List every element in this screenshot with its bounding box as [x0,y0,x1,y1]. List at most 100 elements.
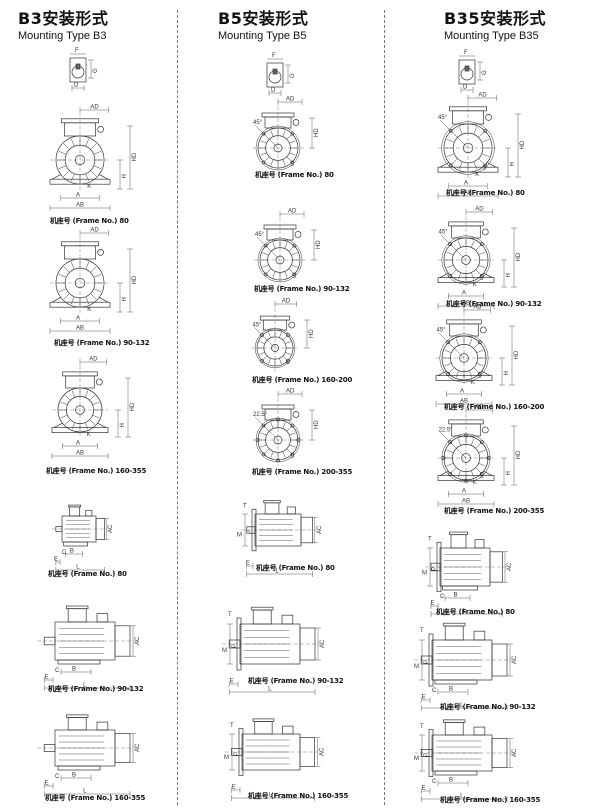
dim-label-ang45: 45° [437,328,447,334]
dim-label-h: H [122,297,128,301]
dim-label-a: A [462,489,466,495]
dim-label-d: D [271,88,276,94]
dim-label-b: B [70,549,74,555]
dim-label-g: G [482,70,488,75]
dim-label-k: K [471,380,475,386]
dim-label-h: H [504,371,510,375]
dim-label-l: L [83,683,87,689]
dim-label-f: F [464,50,468,56]
dim-label-ac: AC [108,524,114,533]
dim-label-hd: HD [316,240,322,249]
b3-caption-front-160-355: 机座号 (Frame No.) 160-355 [46,467,147,475]
b35-caption-side-90-132: 机座号 (Frame No.) 90-132 [440,703,536,711]
dim-label-e: E [54,557,58,563]
dim-label-m: M [414,664,419,670]
dim-label-ad: AD [286,389,295,395]
b5-column-subtitle: Mounting Type B5 [218,30,307,42]
dim-label-p: P [424,753,430,757]
dim-label-ad: AD [288,209,297,215]
dim-label-ac: AC [135,636,141,645]
b3-caption-front-90-132: 机座号 (Frame No.) 90-132 [54,339,150,347]
dim-label-e: E [246,561,250,567]
dim-label-ad: AD [282,299,291,305]
dim-label-m: M [237,532,242,538]
dim-label-ac: AC [507,562,513,571]
dim-label-l: L [276,569,280,575]
dim-label-l: L [463,609,467,615]
dim-label-c: C [432,779,437,785]
dim-label-p: P [232,644,238,648]
dim-label-a: A [460,389,464,395]
dim-label-e: E [45,675,49,681]
dim-label-h: H [506,273,512,277]
column-divider-2 [384,10,385,805]
b3-caption-side-80: 机座号 (Frame No.) 80 [48,570,127,578]
dim-label-ac: AC [320,639,326,648]
dim-label-ab: AB [462,301,470,307]
b5-caption-front-160-200: 机座号 (Frame No.) 160-200 [252,376,353,384]
dim-label-b: B [454,593,458,599]
dim-label-k: K [475,172,479,178]
dim-label-ad: AD [473,305,482,311]
b35-caption-front-200-355: 机座号 (Frame No.) 200-355 [444,507,545,515]
dim-label-l: L [76,565,80,571]
b35-column-title: B35安装形式 [444,9,546,28]
dim-label-b: B [72,667,76,673]
dim-label-l: L [269,793,273,799]
dim-label-t: T [230,723,234,729]
dim-label-ad: AD [286,97,295,103]
dim-label-a: A [76,193,80,199]
dim-label-c: C [440,594,445,600]
dim-label-p: P [234,752,240,756]
dim-label-s: S [290,454,294,460]
dim-label-l: L [460,794,464,800]
dim-label-ad: AD [90,105,99,111]
dim-label-a: A [76,441,80,447]
dim-label-e: E [232,785,236,791]
b3-column-subtitle: Mounting Type B3 [18,30,107,42]
dim-label-h: H [506,471,512,475]
dim-label-l: L [268,687,272,693]
dim-label-t: T [420,628,424,634]
dim-label-m: M [222,648,227,654]
dim-label-t: T [420,724,424,730]
dim-label-ab: AB [76,451,84,457]
dim-label-s: S [479,276,483,282]
b35-keyway-detail: FGD [458,50,488,93]
dim-label-ab: AB [464,191,472,197]
dim-label-c: C [55,774,60,780]
dim-label-ac: AC [512,655,518,664]
dim-label-e: E [422,786,426,792]
dim-label-k: K [87,307,91,313]
dim-label-m: M [422,571,427,577]
dim-label-s: S [482,166,486,172]
dim-label-hd: HD [516,252,522,261]
b35-caption-side-160-355: 机座号 (Frame No.) 160-355 [440,796,541,804]
dim-label-h: H [122,174,128,178]
dim-label-ang45: 45° [439,230,449,236]
dim-label-e: E [431,601,435,607]
b35-caption-side-80: 机座号 (Frame No.) 80 [436,608,515,616]
dim-label-b: B [449,778,453,784]
dim-label-p: P [247,530,253,534]
dim-label-l: L [83,789,87,795]
dim-label-hd: HD [132,275,138,284]
dim-label-f: F [75,48,79,54]
dim-label-s: S [290,162,294,168]
dim-label-t: T [243,504,247,510]
dim-label-e: E [45,781,49,787]
b35-caption-front-80: 机座号 (Frame No.) 80 [446,189,525,197]
